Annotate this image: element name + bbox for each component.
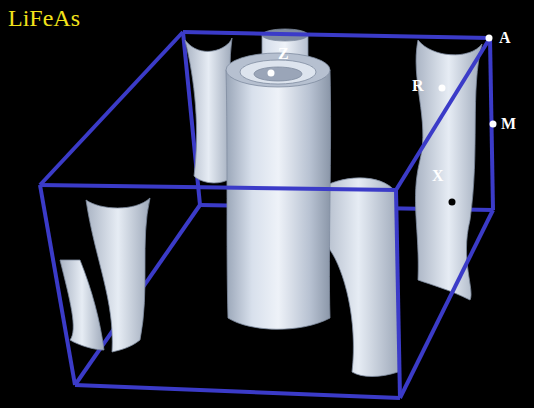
k-point-label: A (499, 30, 511, 46)
k-point-label: R (412, 78, 424, 94)
zone-edge (75, 32, 493, 385)
k-point-dot (268, 35, 497, 206)
k-point-label: Z (278, 46, 289, 62)
k-point-label: M (501, 116, 516, 132)
fermi-cylinder (226, 29, 331, 329)
k-point-label: X (432, 168, 444, 184)
compound-title: LiFeAs (8, 6, 80, 30)
fermi-sheet (60, 38, 482, 377)
zone-edge (40, 32, 493, 398)
